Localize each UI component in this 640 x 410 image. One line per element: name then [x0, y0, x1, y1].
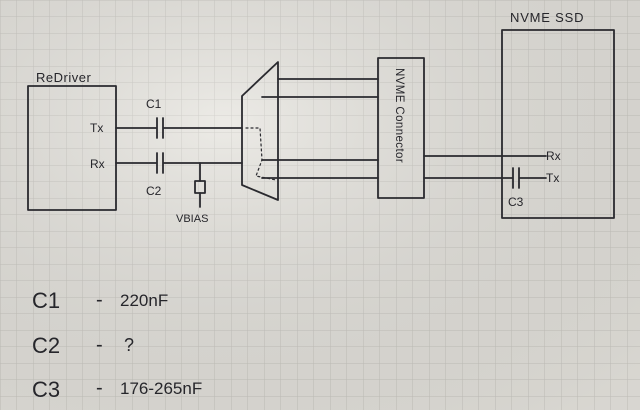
note-1-dash: -: [96, 289, 103, 311]
capacitor-notes: C1 - 220nF C2 - ? C3 - 176-265nF: [32, 288, 202, 402]
redriver-rx-label: Rx: [90, 157, 105, 171]
note-2-cap: C2: [32, 333, 60, 358]
note-2-dash: -: [96, 334, 103, 356]
capacitor-c2: [156, 152, 164, 174]
nvme-ssd-label: NVME SSD: [510, 10, 584, 25]
note-3-dash: -: [96, 377, 103, 399]
vbias-label: VBIAS: [176, 213, 208, 225]
nvme-connector-block: [377, 57, 425, 199]
capacitor-c1: [156, 117, 164, 139]
redriver-block: [27, 85, 117, 211]
redriver-label: ReDriver: [36, 70, 91, 85]
c1-label: C1: [146, 97, 162, 111]
connector-label: NVME Connector: [393, 68, 405, 163]
note-2-value: ?: [124, 335, 134, 355]
nvme-ssd-block: [501, 29, 615, 219]
c3-label: C3: [508, 195, 524, 209]
ssd-tx-label: Tx: [546, 171, 559, 185]
c2-label: C2: [146, 184, 162, 198]
redriver-tx-label: Tx: [90, 121, 103, 135]
mux-trapezoid: [241, 61, 279, 201]
note-1-cap: C1: [32, 288, 60, 313]
note-3-cap: C3: [32, 377, 60, 402]
note-3-value: 176-265nF: [120, 379, 202, 398]
note-1-value: 220nF: [120, 291, 168, 310]
capacitor-c3: [512, 167, 520, 189]
ssd-rx-label: Rx: [546, 149, 561, 163]
